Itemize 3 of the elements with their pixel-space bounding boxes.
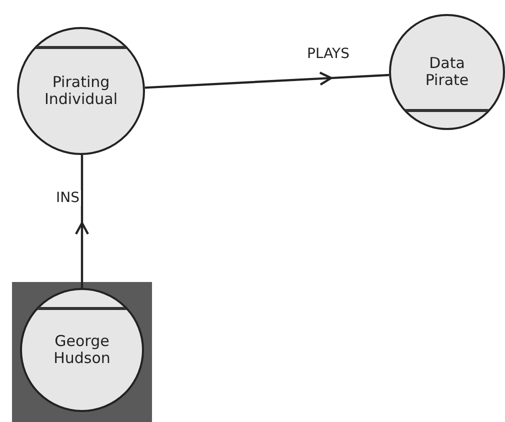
entity-name: Pirating Individual [43,74,119,108]
entity-name: Data Pirate [424,55,470,89]
entity-name: George Hudson [52,333,112,367]
